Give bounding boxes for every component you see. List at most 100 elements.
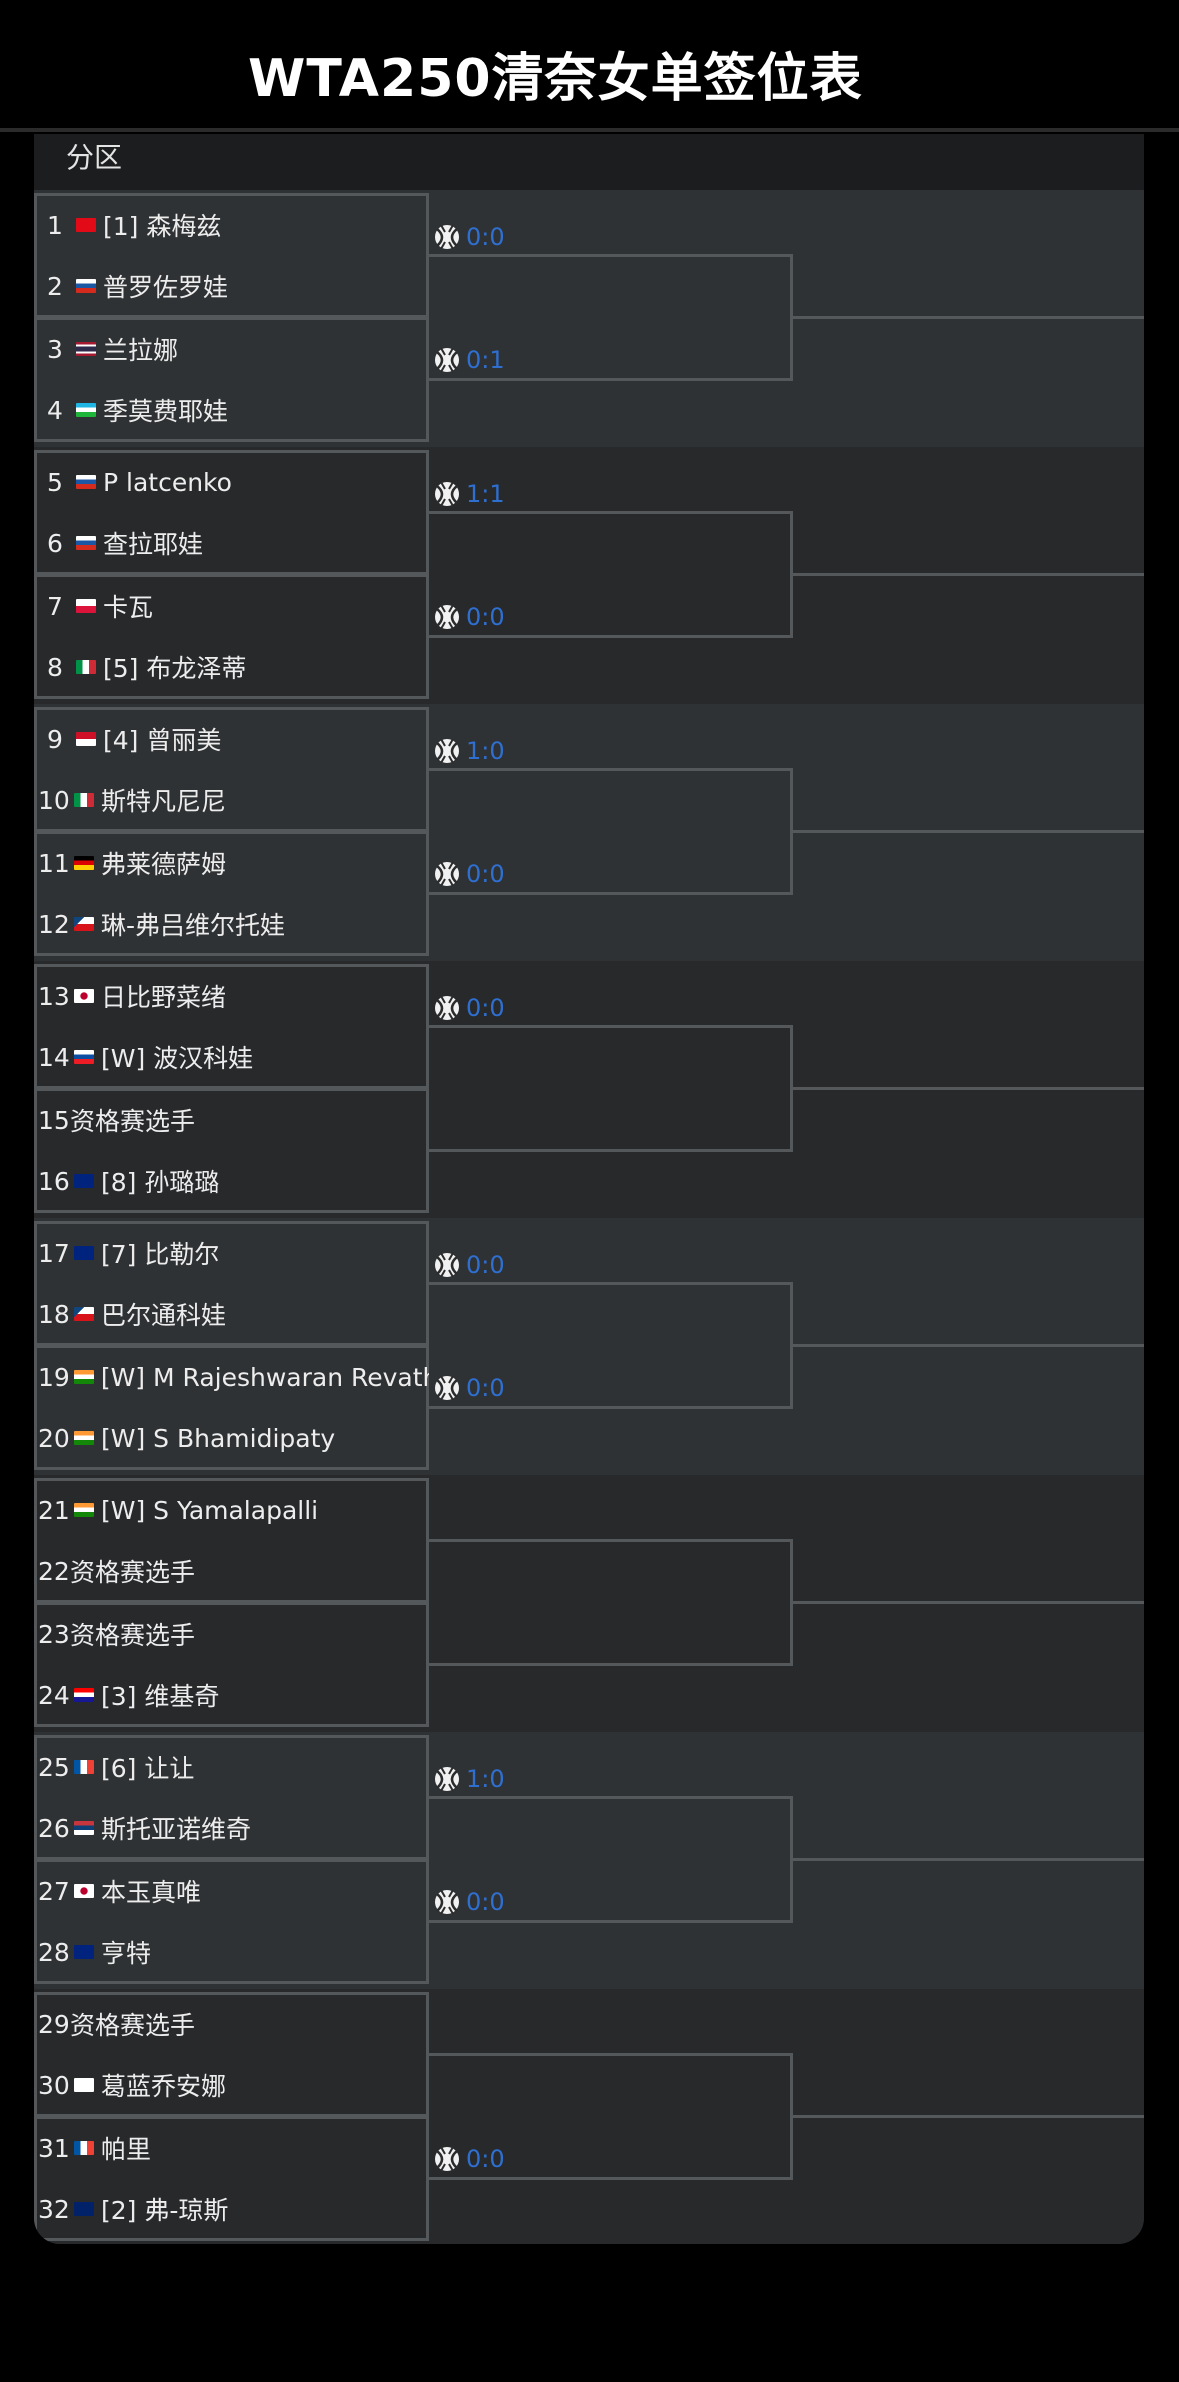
player-row[interactable]: 6 查拉耶娃 bbox=[34, 513, 429, 573]
player-row[interactable]: 32[2] 弗-琼斯 bbox=[34, 2179, 429, 2239]
match-box[interactable] bbox=[34, 450, 429, 575]
seed-position: 10 bbox=[38, 785, 70, 815]
match-box[interactable] bbox=[34, 1088, 429, 1213]
bracket-connector bbox=[429, 1282, 793, 1409]
match-box[interactable] bbox=[34, 1478, 429, 1603]
match-box[interactable] bbox=[34, 193, 429, 318]
player-row[interactable]: 14[W] 波汉科娃 bbox=[34, 1027, 429, 1087]
player-row[interactable]: 21[W] S Yamalapalli bbox=[34, 1480, 429, 1540]
match-box[interactable] bbox=[34, 1992, 429, 2117]
player-name: 斯特凡尼尼 bbox=[101, 787, 227, 816]
match-score[interactable]: 0:0 bbox=[432, 1885, 505, 1919]
player-name: 资格赛选手 bbox=[70, 2011, 196, 2040]
tennis-ball-icon bbox=[432, 345, 462, 375]
player-name: [6] 让让 bbox=[101, 1754, 195, 1783]
player-row[interactable]: 1[1] 森梅兹 bbox=[34, 195, 429, 255]
match-box[interactable] bbox=[34, 574, 429, 699]
match-score[interactable]: 0:0 bbox=[432, 1371, 505, 1405]
player-name: 查拉耶娃 bbox=[103, 530, 204, 559]
seed-position: 18 bbox=[38, 1299, 70, 1329]
tennis-ball-icon bbox=[432, 859, 462, 889]
player-row[interactable]: 10 斯特凡尼尼 bbox=[34, 770, 429, 830]
seed-position: 16 bbox=[38, 1166, 70, 1196]
bracket-connector bbox=[429, 1539, 793, 1666]
seed-position: 25 bbox=[38, 1752, 70, 1782]
match-score[interactable]: 0:0 bbox=[432, 991, 505, 1025]
match-score[interactable]: 1:1 bbox=[432, 477, 505, 511]
score-text: 0:0 bbox=[466, 1251, 505, 1279]
player-name: 本玉真唯 bbox=[101, 1878, 202, 1907]
flag-jp-icon bbox=[74, 1884, 94, 1898]
player-row[interactable]: 17[7] 比勒尔 bbox=[34, 1223, 429, 1283]
player-name: [2] 弗-琼斯 bbox=[101, 2196, 229, 2225]
score-text: 0:1 bbox=[466, 346, 505, 374]
bracket-connector bbox=[429, 1025, 793, 1152]
match-score[interactable]: 0:0 bbox=[432, 857, 505, 891]
match-score[interactable]: 0:0 bbox=[432, 2142, 505, 2176]
match-score[interactable]: 0:0 bbox=[432, 1248, 505, 1282]
score-text: 1:1 bbox=[466, 480, 505, 508]
player-row[interactable]: 19[W] M Rajeshwaran Revathi bbox=[34, 1347, 429, 1407]
seed-position: 23 bbox=[38, 1619, 70, 1649]
player-name: [W] M Rajeshwaran Revathi bbox=[100, 1362, 429, 1392]
player-row[interactable]: 9[4] 曾丽美 bbox=[34, 709, 429, 769]
match-box[interactable] bbox=[34, 1221, 429, 1346]
match-box[interactable] bbox=[34, 964, 429, 1089]
score-text: 0:0 bbox=[466, 1888, 505, 1916]
tennis-ball-icon bbox=[432, 2144, 462, 2174]
match-box[interactable] bbox=[34, 1735, 429, 1860]
flag-de-icon bbox=[74, 856, 94, 870]
bracket-connector bbox=[429, 254, 793, 381]
match-score[interactable]: 1:0 bbox=[432, 734, 505, 768]
seed-position: 29 bbox=[38, 2009, 70, 2039]
match-box[interactable] bbox=[34, 707, 429, 832]
player-row[interactable]: 16[8] 孙璐璐 bbox=[34, 1151, 429, 1211]
flag-fr-icon bbox=[74, 2141, 94, 2155]
match-score[interactable]: 0:1 bbox=[432, 343, 505, 377]
match-box[interactable] bbox=[34, 831, 429, 956]
player-name: [3] 维基奇 bbox=[101, 1682, 220, 1711]
match-box[interactable] bbox=[34, 1345, 429, 1470]
section-tab-label[interactable]: 分区 bbox=[66, 141, 123, 174]
match-box[interactable] bbox=[34, 1602, 429, 1727]
flag-nz-icon bbox=[74, 1174, 94, 1188]
flag-rs-icon bbox=[74, 1821, 94, 1835]
tennis-ball-icon bbox=[432, 479, 462, 509]
seed-position: 6 bbox=[47, 528, 63, 558]
match-score[interactable]: 0:0 bbox=[432, 600, 505, 634]
flag-ru-icon bbox=[76, 279, 96, 293]
score-text: 0:0 bbox=[466, 603, 505, 631]
match-box[interactable] bbox=[34, 1859, 429, 1984]
match-score[interactable]: 1:0 bbox=[432, 1762, 505, 1796]
player-row[interactable]: 24[3] 维基奇 bbox=[34, 1665, 429, 1725]
seed-position: 7 bbox=[47, 591, 63, 621]
seed-position: 17 bbox=[38, 1238, 70, 1268]
match-score[interactable]: 0:0 bbox=[432, 220, 505, 254]
player-row[interactable]: 8[5] 布龙泽蒂 bbox=[34, 637, 429, 697]
player-row[interactable]: 20[W] S Bhamidipaty bbox=[34, 1408, 429, 1468]
match-box[interactable] bbox=[34, 2116, 429, 2241]
match-box[interactable] bbox=[34, 317, 429, 442]
player-row[interactable]: 25 [6] 让让 bbox=[34, 1737, 429, 1797]
